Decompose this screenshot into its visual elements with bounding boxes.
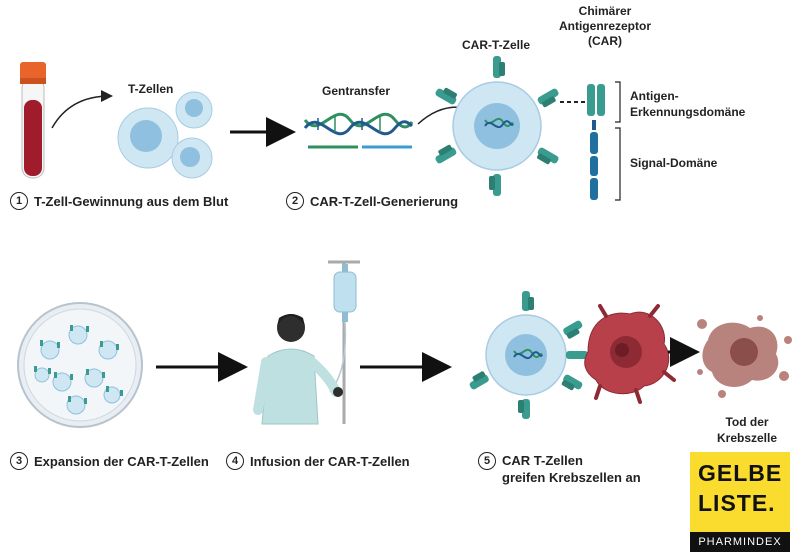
car-t-cell-attack-icon: [469, 291, 588, 419]
step-5-line-2: greifen Krebszellen an: [502, 470, 641, 485]
step-text: Expansion der CAR-T-Zellen: [34, 453, 209, 469]
logo-line-2: LISTE.: [698, 490, 776, 516]
step-number: 3: [10, 452, 28, 470]
blood-tube-icon: [20, 62, 46, 179]
cancer-cell-icon: [584, 304, 676, 404]
car-receptor-icon: [587, 84, 605, 200]
step-5: 5 CAR T-Zellen greifen Krebszellen an: [478, 452, 641, 486]
signal-bracket: [615, 127, 621, 201]
step-number: 4: [226, 452, 244, 470]
car-t-cell-label: CAR-T-Zelle: [462, 38, 531, 52]
car-title-line-2: Antigenrezeptor: [558, 19, 651, 33]
patient-infusion-icon: [253, 260, 360, 425]
step-text: CAR T-Zellen greifen Krebszellen an: [502, 452, 641, 486]
step-1: 1 T-Zell-Gewinnung aus dem Blut: [10, 192, 228, 210]
step-text: T-Zell-Gewinnung aus dem Blut: [34, 193, 229, 209]
gelbe-liste-logo: GELBE LISTE. PHARMINDEX: [690, 452, 790, 552]
death-line-2: Krebszelle: [716, 431, 778, 445]
step-5-line-1: CAR T-Zellen: [502, 453, 583, 468]
extraction-arrow: [51, 90, 113, 129]
antigen-bracket: [615, 81, 621, 123]
signal-domain-label: Signal-Domäne: [630, 156, 718, 170]
step-number: 1: [10, 192, 28, 210]
logo-bar: PHARMINDEX: [690, 532, 790, 552]
dna-helix-icon: [303, 112, 414, 149]
step-3: 3 Expansion der CAR-T-Zellen: [10, 452, 209, 470]
dead-cancer-cell-icon: [697, 315, 792, 398]
step-text: CAR-T-Zell-Generierung: [310, 193, 459, 209]
step-number: 5: [478, 452, 496, 470]
antigen-domain-line-1: Antigen-: [630, 89, 679, 103]
antigen-domain-label: Antigen- Erkennungsdomäne: [630, 88, 745, 120]
step-2: 2 CAR-T-Zell-Generierung: [286, 192, 458, 210]
death-label: Tod der Krebszelle: [712, 414, 782, 446]
t-cells-label: T-Zellen: [128, 82, 174, 96]
car-title-line-1: Chimärer: [578, 4, 632, 18]
step-4: 4 Infusion der CAR-T-Zellen: [226, 452, 410, 470]
logo-line-1: GELBE: [698, 460, 783, 486]
t-cells-icon: [117, 91, 213, 179]
step-text: Infusion der CAR-T-Zellen: [250, 453, 410, 469]
petri-dish-icon: [17, 302, 143, 428]
gene-transfer-label: Gentransfer: [322, 84, 391, 98]
antigen-domain-line-2: Erkennungsdomäne: [630, 105, 746, 119]
death-line-1: Tod der: [725, 415, 769, 429]
car-title-label: Chimärer Antigenrezeptor (CAR): [550, 4, 660, 49]
car-title-line-3: (CAR): [588, 34, 622, 48]
car-t-cell-icon: [435, 56, 559, 196]
step-number: 2: [286, 192, 304, 210]
